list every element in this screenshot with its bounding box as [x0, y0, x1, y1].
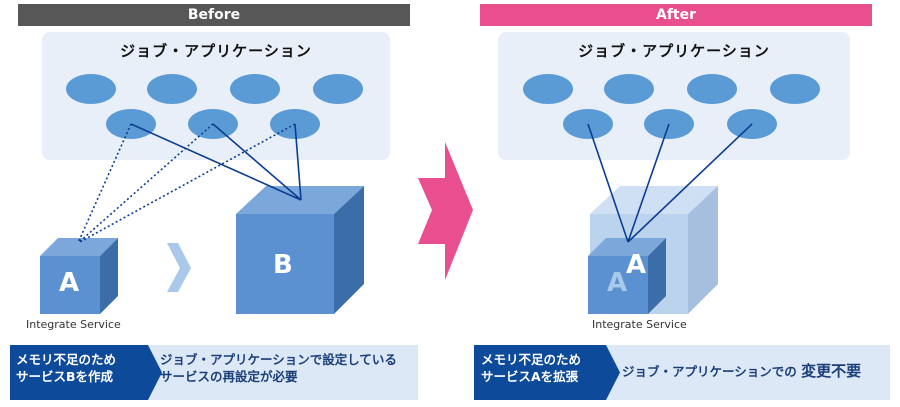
after-note-detail-text: ジョブ・アプリケーションでの — [622, 364, 797, 379]
before-panel-title: ジョブ・アプリケーション — [120, 42, 312, 60]
before-node — [230, 74, 280, 104]
before-note-detail-line1: ジョブ・アプリケーションで設定している — [160, 352, 397, 367]
before-service-label: Integrate Service — [26, 318, 121, 331]
after-note-detail-emphasis: 変更不要 — [801, 362, 862, 380]
before-note-cause-line1: メモリ不足のため — [16, 352, 117, 367]
before-cube-b — [236, 186, 364, 314]
before-chevron-arrow-icon — [167, 243, 191, 292]
before-header: Before — [18, 4, 410, 26]
after-node — [770, 74, 820, 104]
before-cube-b-label: B — [273, 250, 293, 280]
before-note-detail-line2: サービスの再設定が必要 — [160, 369, 298, 384]
after-note-cause: メモリ不足のため サービスAを拡張 — [481, 351, 581, 385]
before-cube-a-label: A — [59, 268, 80, 298]
before-node — [147, 74, 197, 104]
after-node — [687, 74, 737, 104]
after-node — [604, 74, 654, 104]
before-links-dotted — [77, 123, 296, 244]
after-cube-a-back-label: A — [607, 268, 628, 298]
after-node — [523, 74, 573, 104]
after-header: After — [480, 4, 872, 26]
after-service-label: Integrate Service — [592, 318, 687, 331]
after-note-detail: ジョブ・アプリケーションでの 変更不要 — [600, 345, 890, 400]
before-cube-a — [40, 238, 118, 314]
before-note-shape — [10, 345, 162, 400]
after-cube-a — [588, 238, 666, 314]
after-note-shape — [474, 345, 620, 400]
before-links-solid — [130, 123, 302, 201]
after-note-cause-line1: メモリ不足のため — [481, 352, 582, 367]
before-nodes — [66, 74, 363, 139]
after-links — [587, 123, 753, 243]
transition-arrow-icon — [418, 142, 473, 280]
after-cube-a-label: A — [626, 250, 647, 280]
before-note-cause: メモリ不足のため サービスBを作成 — [16, 351, 116, 385]
before-node — [66, 74, 116, 104]
after-note-cause-line2: サービスAを拡張 — [481, 369, 579, 384]
before-note-detail: ジョブ・アプリケーションで設定している サービスの再設定が必要 — [140, 345, 418, 400]
after-nodes — [523, 74, 820, 139]
before-node — [313, 74, 363, 104]
after-panel-title: ジョブ・アプリケーション — [578, 42, 770, 60]
before-note-cause-line2: サービスBを作成 — [16, 369, 114, 384]
